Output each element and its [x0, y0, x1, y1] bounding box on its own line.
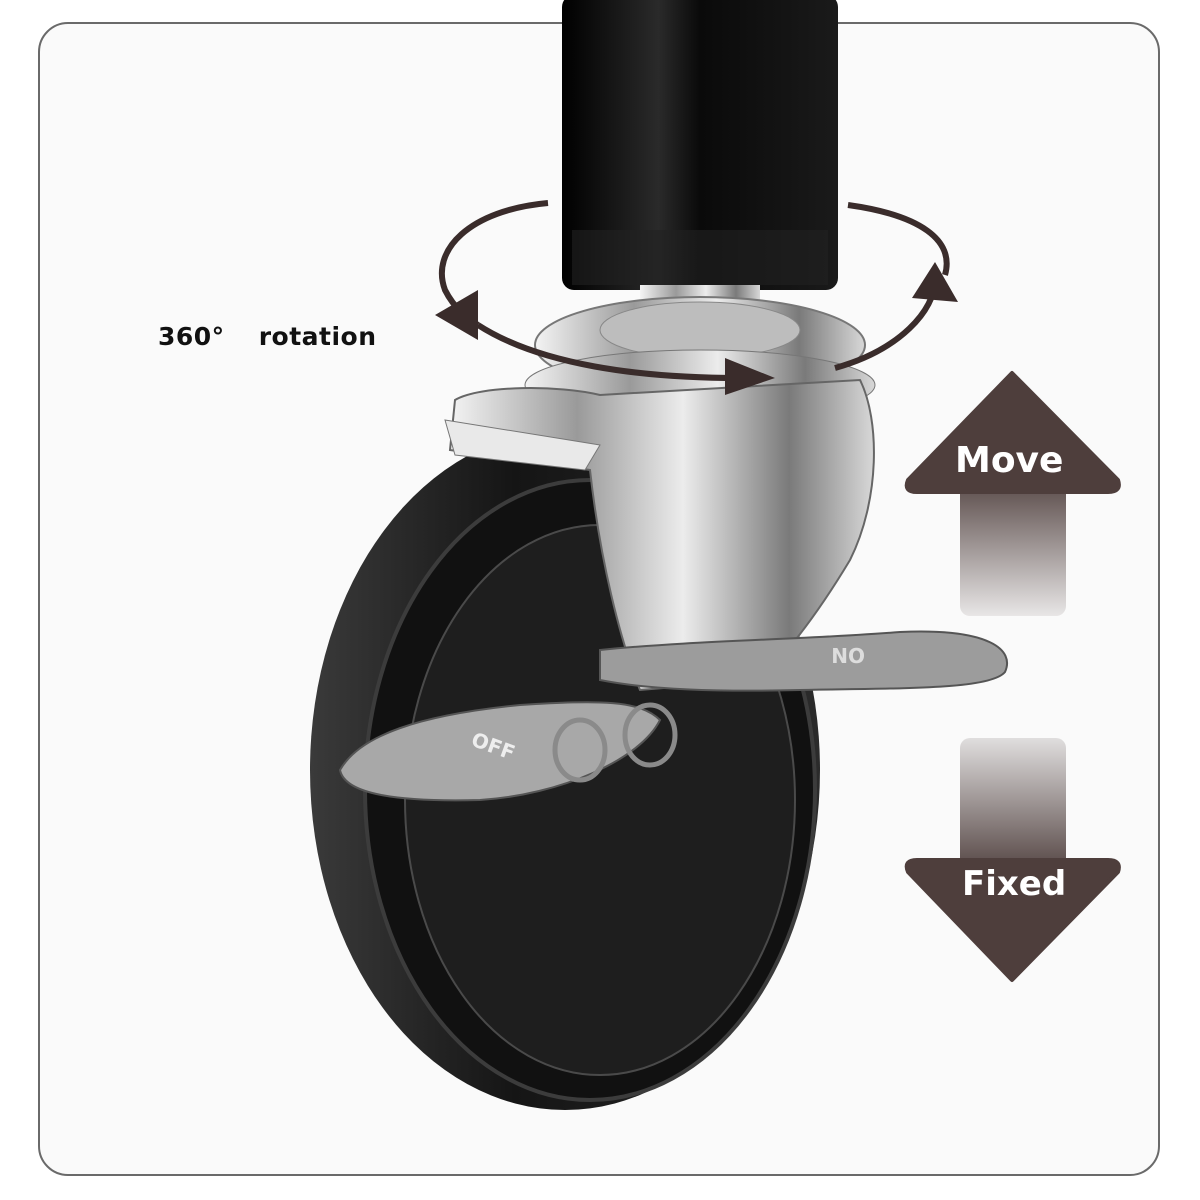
rotation-arrowhead-1: [435, 290, 478, 340]
square-post: [562, 0, 838, 290]
move-label: Move: [955, 440, 1064, 481]
pedal-on-marking: ON: [831, 643, 865, 667]
rotation-degrees: 360°: [158, 322, 225, 351]
fixed-down-arrow-icon: [904, 738, 1121, 982]
brake-pedal-on: ON: [599, 630, 1009, 692]
rotation-arrowhead-3: [912, 262, 958, 302]
brake-pedal-off: OFF: [338, 701, 678, 802]
rotation-label: 360° rotation: [158, 322, 377, 351]
rotation-word: rotation: [258, 322, 377, 351]
rotation-arrowhead-2: [725, 358, 775, 395]
fixed-label: Fixed: [962, 864, 1067, 904]
move-up-arrow-icon: [904, 371, 1121, 616]
